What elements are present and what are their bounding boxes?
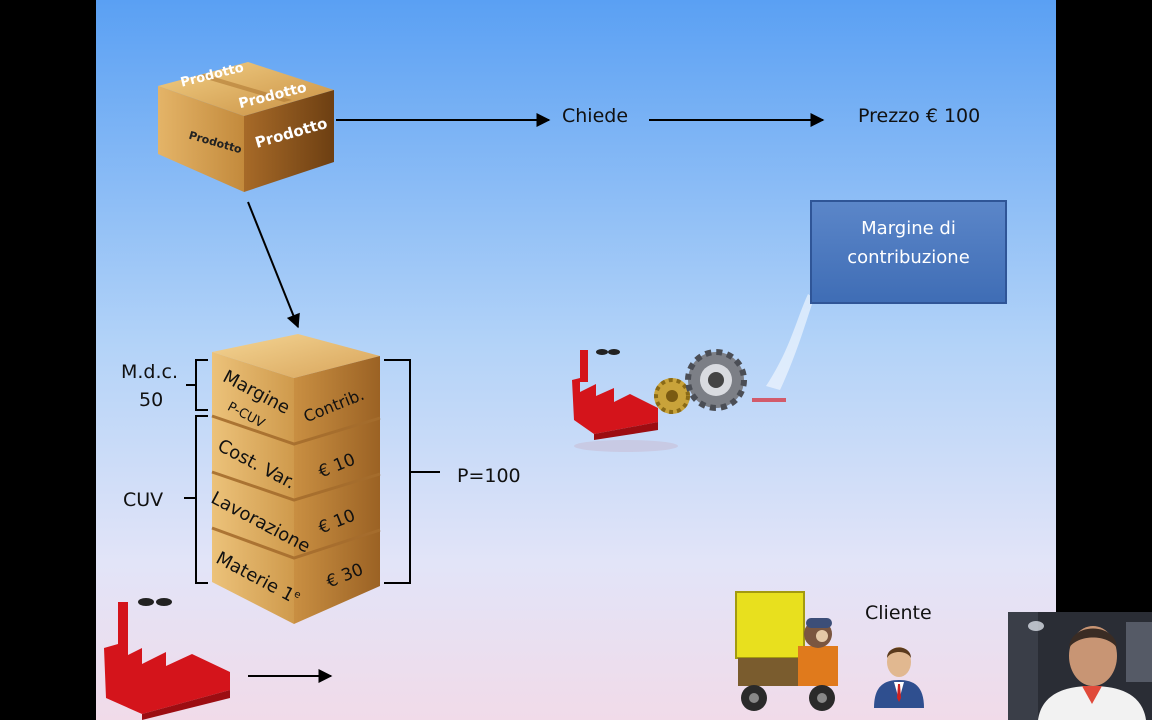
product-box-icon [158, 62, 334, 192]
prezzo-text: Prezzo € 100 [858, 105, 981, 127]
mdc-label: M.d.c. [121, 361, 179, 383]
presenter-image [1008, 612, 1152, 720]
cuv-label: CUV [123, 489, 164, 511]
arrow-to-stack [247, 201, 300, 329]
slide: Prodotto Prodotto Prodotto Prodotto Marg… [96, 0, 1056, 720]
chiede-text: Chiede [562, 105, 629, 127]
cuv-brace [184, 415, 208, 584]
factory-gears-icon [572, 349, 786, 452]
delivery-truck-icon [735, 591, 838, 711]
margin-box-line2: contribuzione [847, 247, 970, 268]
client-person-icon [874, 647, 924, 708]
price-brace [384, 359, 440, 584]
particle-stream [766, 294, 814, 390]
webcam-overlay [1008, 612, 1152, 720]
margin-box-line1: Margine di [861, 218, 956, 239]
price-label: P=100 [457, 465, 521, 487]
factory-icon [104, 598, 230, 720]
mdc-brace [186, 359, 208, 411]
margin-contribution-box: Margine di contribuzione [810, 200, 1007, 304]
mdc-value: 50 [139, 389, 164, 411]
cliente-label: Cliente [865, 602, 932, 624]
cost-stack-boxes [211, 334, 381, 624]
